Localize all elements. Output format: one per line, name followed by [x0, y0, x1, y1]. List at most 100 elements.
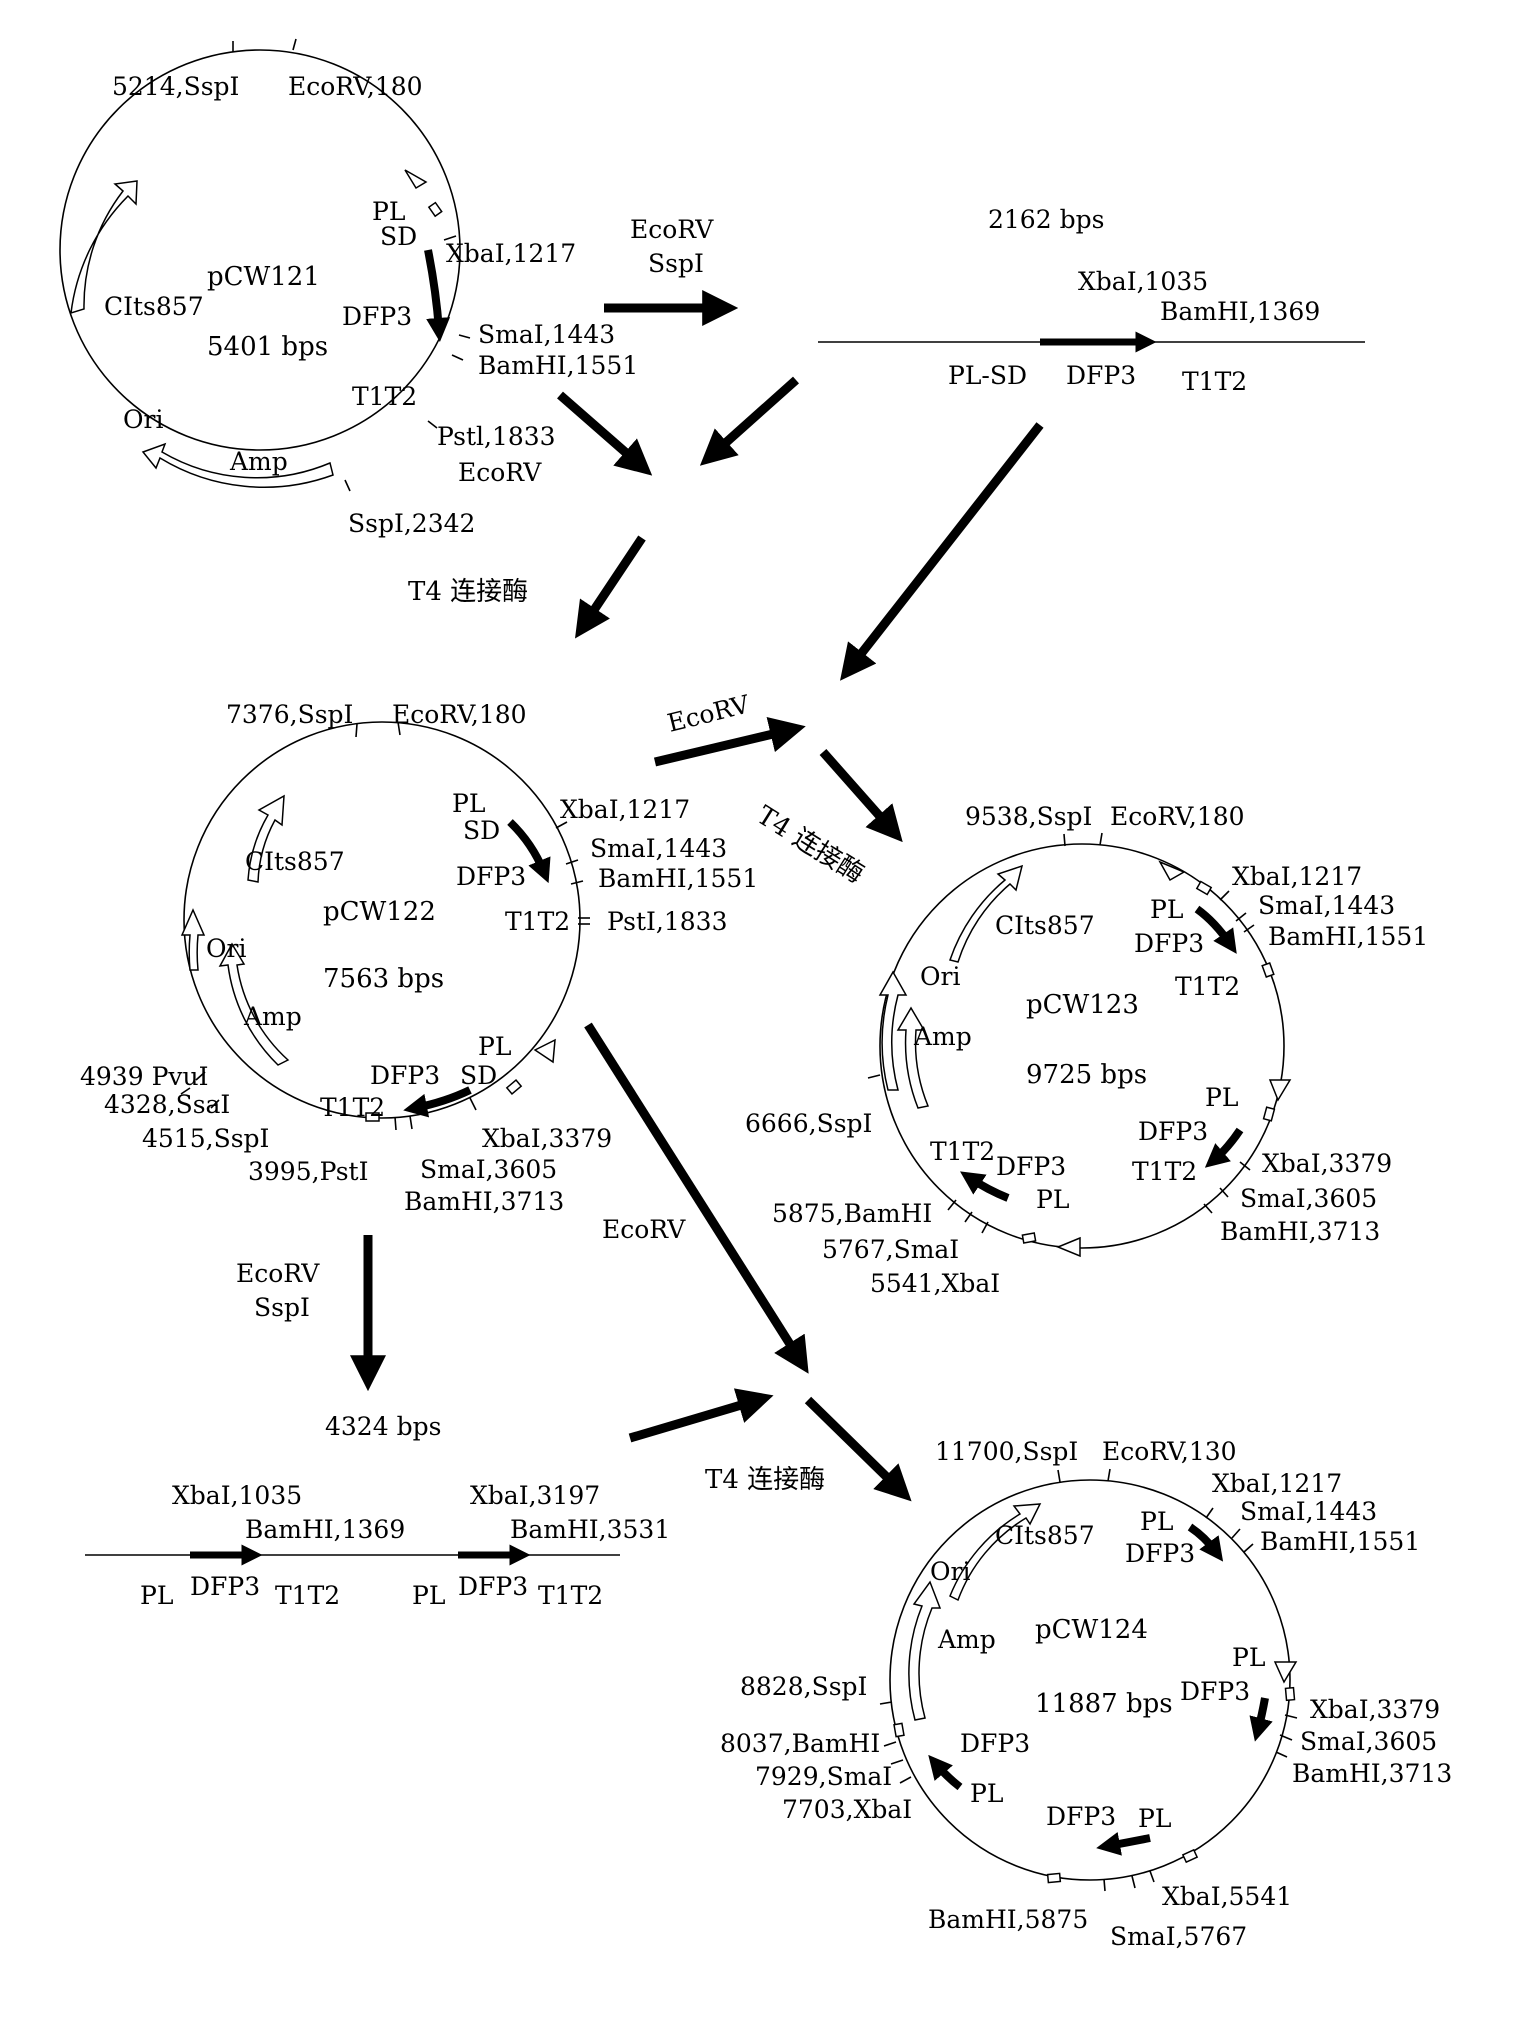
pl-promoter-arrow-2 — [1268, 1079, 1292, 1102]
site-bamhi-3: 5875,BamHI — [772, 1199, 932, 1228]
restriction-site-ticks — [867, 832, 1255, 1234]
dfp3-gene-arrow-1 — [1187, 1523, 1224, 1562]
clts857-label: CIts857 — [104, 292, 204, 321]
site-smai-3: 7929,SmaI — [755, 1762, 892, 1791]
fragment-size: 4324 bps — [325, 1412, 441, 1441]
pl-label-2: PL — [478, 1032, 511, 1061]
restriction-site-ticks — [180, 721, 590, 1131]
site-smai-1: SmaI,1443 — [1240, 1497, 1377, 1526]
pl-label-3: PL — [970, 1779, 1003, 1808]
pl-label-3: PL — [1036, 1185, 1069, 1214]
ori-amp-gene-arrow — [908, 1580, 942, 1721]
pl-label-2: PL — [1205, 1083, 1238, 1112]
step3-enzyme-ecorv-long: EcoRV — [602, 1215, 686, 1244]
plasmid-pCW123: 9538,SspI EcoRV,180 XbaI,1217 PL SmaI,14… — [745, 802, 1428, 1298]
step3-enzyme-sspi: SspI — [254, 1293, 310, 1322]
plasmid-pCW124-backbone — [889, 1479, 1291, 1881]
site-sspi-2: 6666,SspI — [745, 1109, 872, 1138]
clts857-label: CIts857 — [995, 911, 1095, 940]
site-smai-1: SmaI,1443 — [1258, 891, 1395, 920]
site-sspi-top: 5214,SspI — [112, 72, 239, 101]
pl-label-1: PL — [1150, 895, 1183, 924]
ori-label: Ori — [123, 405, 163, 434]
clts857-gene-arrow — [949, 1503, 1042, 1602]
site-sspi-top: 7376,SspI — [226, 700, 353, 729]
marker-box-1 — [1195, 880, 1213, 896]
plasmid-name: pCW123 — [1026, 990, 1139, 1020]
site-bamhi-2: BamHI,3713 — [404, 1187, 564, 1216]
plasmid-pCW123-backbone — [879, 843, 1285, 1249]
site-smai-2: SmaI,3605 — [1300, 1727, 1437, 1756]
site-xbai-1: XbaI,1217 — [560, 795, 690, 824]
pl-label-2: PL — [1232, 1643, 1265, 1672]
site-ecorv-top: EcoRV,180 — [288, 72, 423, 101]
site-bamhi-3: 8037,BamHI — [720, 1729, 880, 1758]
site-smai-2: SmaI,3605 — [1240, 1184, 1377, 1213]
site-sspi-bottom: SspI,2342 — [348, 509, 475, 538]
dfp3-gene-arrow-4 — [928, 1754, 963, 1791]
plasmid-pCW121: 5214,SspI EcoRV,180 PL SD XbaI,1217 DFP3… — [59, 38, 638, 538]
t1t2-label-3: T1T2 — [930, 1137, 995, 1166]
sd-label: SD — [380, 222, 417, 251]
step3-enzyme-ecorv: EcoRV — [236, 1259, 320, 1288]
site-pvui: 4939 PvuI — [80, 1062, 209, 1091]
dfp3-gene-arrow-3 — [960, 1171, 1010, 1202]
site-xbai-1: XbaI,1217 — [1212, 1469, 1342, 1498]
step1-ligation-arrows — [557, 376, 1044, 681]
fragment-bamhi-1: BamHI,1369 — [245, 1515, 405, 1544]
t1t2-label-2: T1T2 — [320, 1093, 385, 1122]
fragment-4324: 4324 bps XbaI,1035 BamHI,1369 XbaI,3197 … — [85, 1412, 670, 1610]
amp-gene-arrow — [896, 1006, 930, 1109]
dfp3-label-4: DFP3 — [1046, 1802, 1116, 1831]
ori-gene-arrow — [878, 970, 908, 1091]
site-smai-2: SmaI,3605 — [420, 1155, 557, 1184]
site-xbai-2: XbaI,3379 — [1262, 1149, 1392, 1178]
plasmid-pCW121-backbone — [59, 49, 461, 451]
plasmid-pCW122-backbone — [183, 721, 581, 1119]
site-smai-1: SmaI,1443 — [590, 834, 727, 863]
site-xbai-4: XbaI,5541 — [1162, 1882, 1292, 1911]
site-bamhi-1: BamHI,1551 — [1268, 922, 1428, 951]
restriction-site-ticks — [879, 1468, 1298, 1892]
t1t2-label-1: T1T2 — [1175, 972, 1240, 1001]
site-sspi-2: 8828,SspI — [740, 1672, 867, 1701]
sd-label-2: SD — [460, 1061, 497, 1090]
site-bamhi-1: BamHI,1551 — [598, 864, 758, 893]
dfp3-label-2: DFP3 — [370, 1061, 440, 1090]
amp-gene-arrow — [141, 442, 334, 488]
dfp3-gene-arrow-1 — [1194, 905, 1237, 954]
fragment-dfp3-2: DFP3 — [458, 1572, 528, 1601]
site-ssai: 4328,SsaI — [104, 1090, 230, 1119]
pl-promoter-arrow-1 — [1273, 1661, 1298, 1684]
dfp3-label-1: DFP3 — [1134, 929, 1204, 958]
dfp3-label-1: DFP3 — [456, 862, 526, 891]
plasmid-size: 11887 bps — [1035, 1689, 1173, 1719]
ori-label: Ori — [930, 1557, 970, 1586]
site-sspi-top: 9538,SspI — [965, 802, 1092, 831]
fragment-bamhi: BamHI,1369 — [1160, 297, 1320, 326]
plasmid-pCW122: 7376,SspI EcoRV,180 PL SD XbaI,1217 DFP3… — [80, 700, 758, 1216]
dfp3-gene-arrow — [424, 249, 451, 342]
step2-arrows — [653, 717, 903, 843]
dfp3-label: DFP3 — [342, 302, 412, 331]
dfp3-label-3: DFP3 — [996, 1152, 1066, 1181]
fragment-plsd: PL-SD — [948, 361, 1027, 390]
fragment-xbai-1: XbaI,1035 — [172, 1481, 302, 1510]
plasmid-size: 5401 bps — [207, 332, 328, 362]
dfp3-gene-arrow-2 — [1249, 1697, 1273, 1742]
fragment-dfp3-1: DFP3 — [190, 1572, 260, 1601]
marker-box-4 — [893, 1722, 905, 1738]
pl-promoter-arrow-2 — [533, 1038, 556, 1064]
site-psti: Pstl,1833 — [437, 422, 556, 451]
step1-enzyme-sspi: SspI — [648, 249, 704, 278]
site-xbai-1: XbaI,1217 — [1232, 862, 1362, 891]
dfp3-label-3: DFP3 — [960, 1729, 1030, 1758]
site-smai: SmaI,1443 — [478, 320, 615, 349]
ori-label: Ori — [920, 962, 960, 991]
site-sspi-2: 4515,SspI — [142, 1124, 269, 1153]
fragment-bamhi-2: BamHI,3531 — [510, 1515, 670, 1544]
pl-promoter-arrow — [404, 169, 428, 190]
plasmid-name: pCW121 — [207, 262, 320, 292]
fragment-xbai: XbaI,1035 — [1078, 267, 1208, 296]
